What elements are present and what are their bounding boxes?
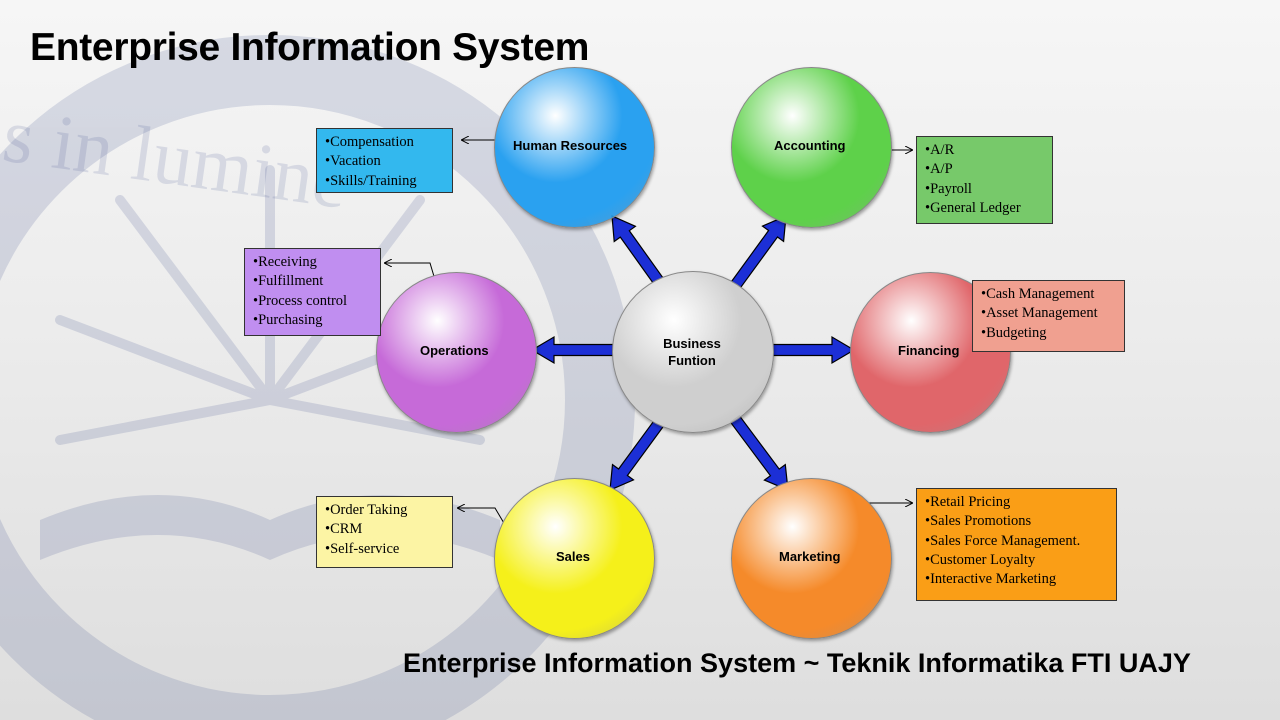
list-item: Cash Management xyxy=(981,285,1118,304)
list-item: Skills/Training xyxy=(325,172,446,191)
list-item: General Ledger xyxy=(925,199,1046,218)
list-item: Receiving xyxy=(253,253,374,272)
business-function-label: Business Funtion xyxy=(652,335,732,369)
business-function-line1: Business xyxy=(663,336,721,351)
operations-node xyxy=(376,272,537,433)
marketing-node xyxy=(731,478,892,639)
financing-label: Financing xyxy=(898,343,960,358)
list-item: Sales Force Management. xyxy=(925,532,1110,551)
accounting-label: Accounting xyxy=(774,138,846,153)
marketing-list: Retail Pricing Sales Promotions Sales Fo… xyxy=(925,493,1110,589)
arrows-layer xyxy=(530,215,856,491)
list-item: Retail Pricing xyxy=(925,493,1110,512)
business-function-line2: Funtion xyxy=(668,353,716,368)
list-item: Process control xyxy=(253,292,374,311)
accounting-box: A/R A/P Payroll General Ledger xyxy=(916,136,1053,224)
arrow-to-accounting xyxy=(729,215,787,291)
list-item: Payroll xyxy=(925,180,1046,199)
operations-box: Receiving Fulfillment Process control Pu… xyxy=(244,248,381,336)
list-item: Order Taking xyxy=(325,501,446,520)
financing-box: Cash Management Asset Management Budgeti… xyxy=(972,280,1125,352)
list-item: Asset Management xyxy=(981,304,1118,323)
arrow-to-sales xyxy=(609,414,668,491)
list-item: CRM xyxy=(325,520,446,539)
accounting-node xyxy=(731,67,892,228)
list-item: Vacation xyxy=(325,152,446,171)
page-title: Enterprise Information System xyxy=(30,26,590,69)
arrow-to-operations xyxy=(530,335,618,365)
list-item: Budgeting xyxy=(981,324,1118,343)
list-item: Purchasing xyxy=(253,311,374,330)
list-item: Compensation xyxy=(325,133,446,152)
list-item: Self-service xyxy=(325,540,446,559)
human-resources-box: Compensation Vacation Skills/Training xyxy=(316,128,453,193)
marketing-box: Retail Pricing Sales Promotions Sales Fo… xyxy=(916,488,1117,601)
operations-list: Receiving Fulfillment Process control Pu… xyxy=(253,253,374,330)
human-resources-node xyxy=(494,67,655,228)
arrow-to-financing xyxy=(765,335,856,365)
financing-list: Cash Management Asset Management Budgeti… xyxy=(981,285,1118,343)
human-resources-list: Compensation Vacation Skills/Training xyxy=(325,133,446,191)
list-item: Sales Promotions xyxy=(925,512,1110,531)
list-item: Customer Loyalty xyxy=(925,551,1110,570)
arrow-to-human-resources xyxy=(611,215,668,291)
operations-label: Operations xyxy=(420,343,489,358)
human-resources-label: Human Resources xyxy=(513,138,628,153)
sales-node xyxy=(494,478,655,639)
list-item: A/P xyxy=(925,160,1046,179)
arrow-to-marketing xyxy=(729,414,789,491)
sales-list: Order Taking CRM Self-service xyxy=(325,501,446,559)
list-item: Fulfillment xyxy=(253,272,374,291)
marketing-label: Marketing xyxy=(779,549,841,564)
accounting-list: A/R A/P Payroll General Ledger xyxy=(925,141,1046,218)
sales-box: Order Taking CRM Self-service xyxy=(316,496,453,568)
sales-label: Sales xyxy=(556,549,590,564)
business-function-node xyxy=(612,271,774,433)
list-item: A/R xyxy=(925,141,1046,160)
footer-text: Enterprise Information System ~ Teknik I… xyxy=(403,648,1191,678)
list-item: Interactive Marketing xyxy=(925,570,1110,589)
